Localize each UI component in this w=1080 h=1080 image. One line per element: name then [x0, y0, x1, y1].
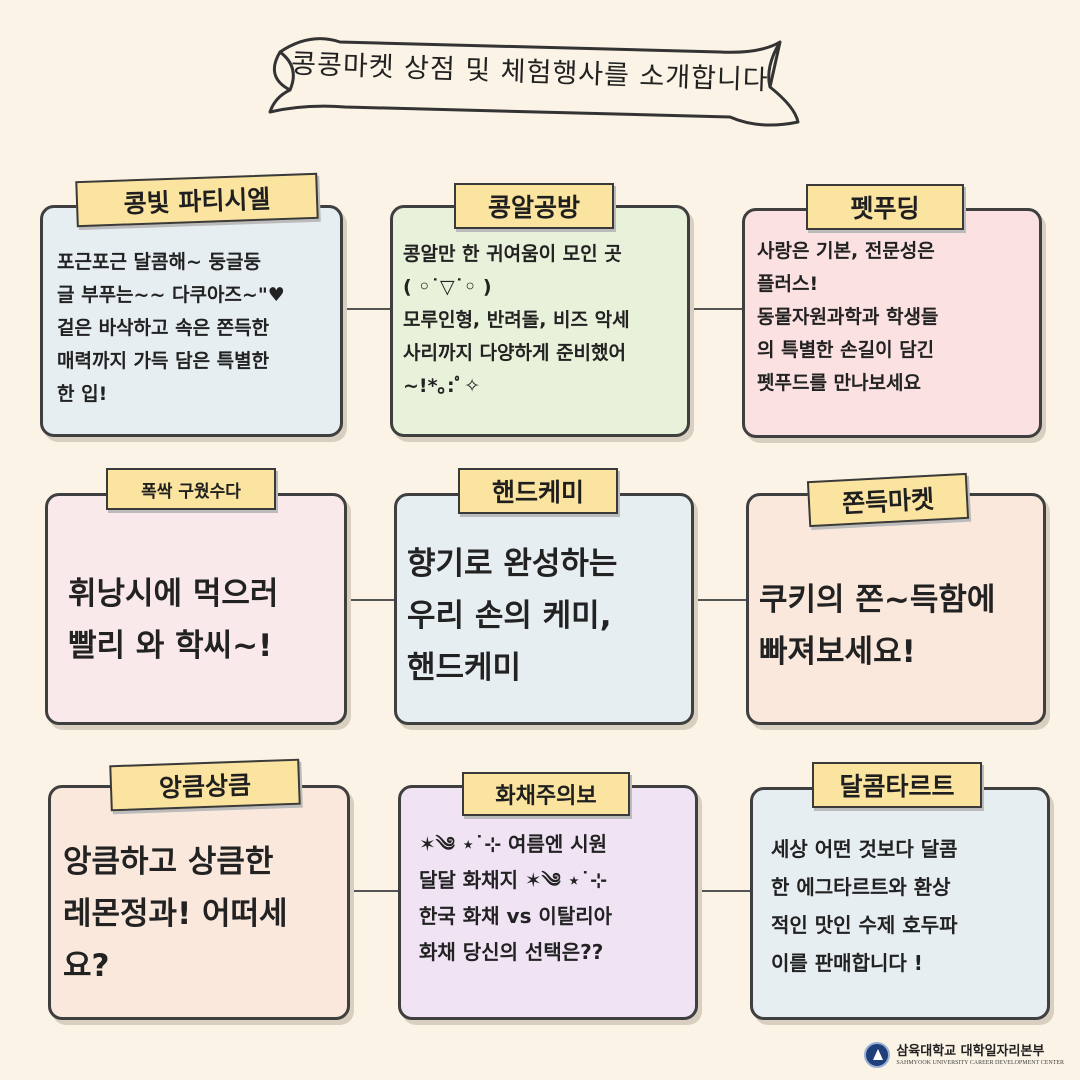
university-logo-icon	[864, 1042, 891, 1068]
card-description: 콩알만 한 귀여움이 모인 곳 ( ◦˙▽˙◦ ) 모루인형, 반려돌, 비즈 …	[403, 243, 630, 397]
connector-line	[698, 890, 750, 892]
card-description: 향기로 완성하는 우리 손의 케미, 핸드케미	[407, 546, 618, 686]
connector-line	[694, 599, 746, 601]
footer-org-subtitle: SAHMYOOK UNIVERSITY CAREER DEVELOPMENT C…	[896, 1059, 1064, 1066]
card-kongbit-patissier: 포근포근 달콤해~ 둥글둥 글 부푸는~~ 다쿠아즈~"♥ 겉은 바삭하고 속은…	[40, 205, 343, 437]
card-kongal-workshop: 콩알만 한 귀여움이 모인 곳 ( ◦˙▽˙◦ ) 모루인형, 반려돌, 비즈 …	[390, 205, 690, 437]
connector-line	[347, 599, 394, 601]
card-hwachae-alert: ✶༄ ⋆˙⊹ 여름엔 시원 달달 화채지 ✶༄ ⋆˙⊹ 한국 화채 vs 이탈리…	[398, 785, 698, 1020]
card-tag: 쫀득마켓	[806, 472, 970, 528]
connector-line	[350, 890, 398, 892]
card-tag: 콩빛 파티시엘	[75, 172, 319, 228]
connector-line	[690, 308, 742, 310]
card-chewy-market: 쿠키의 쫀~득함에 빠져보세요!	[746, 493, 1046, 725]
ribbon-shape	[268, 37, 800, 127]
card-anggeum-sanggeum: 앙큼하고 상큼한 레몬정과! 어떠세 요?	[48, 785, 350, 1020]
card-tag: 펫푸딩	[806, 184, 964, 230]
card-description: 휘낭시에 먹으러 빨리 와 학씨~!	[68, 576, 279, 664]
footer-branding: 삼육대학교 대학일자리본부 SAHMYOOK UNIVERSITY CAREER…	[864, 1042, 1064, 1068]
card-description: 사랑은 기본, 전문성은 플러스! 동물자원과학과 학생들 의 특별한 손길이 …	[757, 240, 939, 394]
card-sweet-tart: 세상 어떤 것보다 달콤 한 에그타르트와 환상 적인 맛인 수제 호두파 이를…	[750, 787, 1050, 1020]
card-tag: 콩알공방	[454, 183, 614, 229]
card-description: 포근포근 달콤해~ 둥글둥 글 부푸는~~ 다쿠아즈~"♥ 겉은 바삭하고 속은…	[57, 251, 285, 405]
footer-org-name: 삼육대학교 대학일자리본부	[896, 1043, 1045, 1059]
card-tag: 폭싹 구웠수다	[106, 468, 276, 510]
card-pet-pudding: 사랑은 기본, 전문성은 플러스! 동물자원과학과 학생들 의 특별한 손길이 …	[742, 208, 1042, 438]
card-tag: 달콤타르트	[812, 762, 982, 808]
footer-text: 삼육대학교 대학일자리본부 SAHMYOOK UNIVERSITY CAREER…	[896, 1045, 1064, 1066]
title-banner: 콩콩마켓 상점 및 체험행사를 소개합니다	[250, 12, 810, 132]
card-hand-chemi: 향기로 완성하는 우리 손의 케미, 핸드케미	[394, 493, 694, 725]
card-tag: 화채주의보	[462, 772, 630, 816]
card-poksak-baked: 휘낭시에 먹으러 빨리 와 학씨~!	[45, 493, 347, 725]
card-description: 쿠키의 쫀~득함에 빠져보세요!	[759, 582, 996, 670]
card-tag: 핸드케미	[458, 468, 618, 514]
card-description: 세상 어떤 것보다 달콤 한 에그타르트와 환상 적인 맛인 수제 호두파 이를…	[771, 837, 958, 975]
card-description: 앙큼하고 상큼한 레몬정과! 어떠세 요?	[63, 844, 288, 984]
card-tag: 앙큼상큼	[109, 758, 301, 812]
connector-line	[343, 308, 390, 310]
card-description: ✶༄ ⋆˙⊹ 여름엔 시원 달달 화채지 ✶༄ ⋆˙⊹ 한국 화채 vs 이탈리…	[419, 832, 613, 964]
